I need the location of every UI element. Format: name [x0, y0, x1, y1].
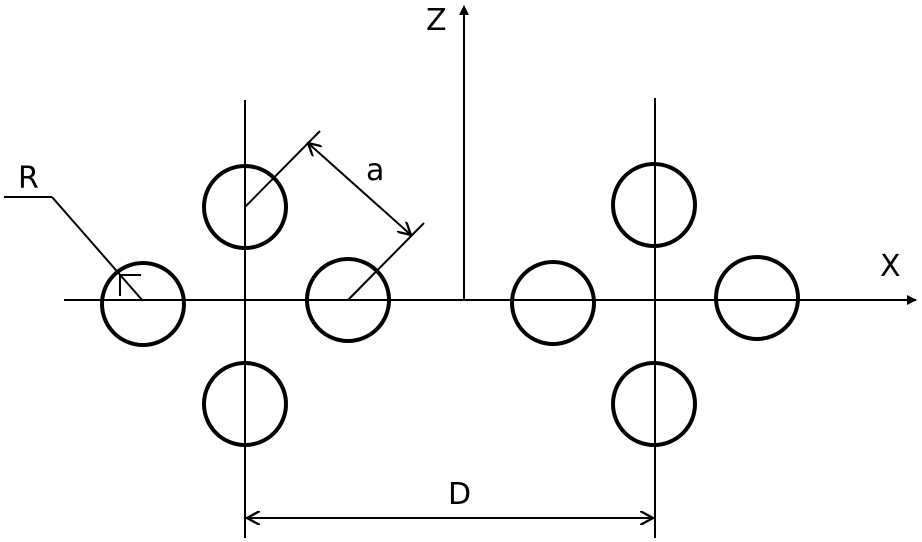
conductor-left-bottom [202, 361, 288, 447]
conductor-right-outer [714, 255, 800, 341]
radius-leader [51, 196, 144, 302]
conductor-right-inner [510, 260, 596, 346]
conductor-left-outer [100, 261, 186, 347]
separation-label: D [448, 477, 471, 512]
conductor-right-top [611, 162, 697, 248]
spacing-dimension-line [308, 143, 411, 235]
radius-label: R [18, 161, 39, 196]
x-axis-label: X [880, 249, 901, 284]
conductor-left-inner [305, 257, 391, 343]
conductor-right-bottom [611, 361, 697, 447]
conductor-left-top [202, 164, 288, 250]
spacing-label: a [366, 153, 384, 188]
z-axis-label: Z [426, 3, 447, 38]
